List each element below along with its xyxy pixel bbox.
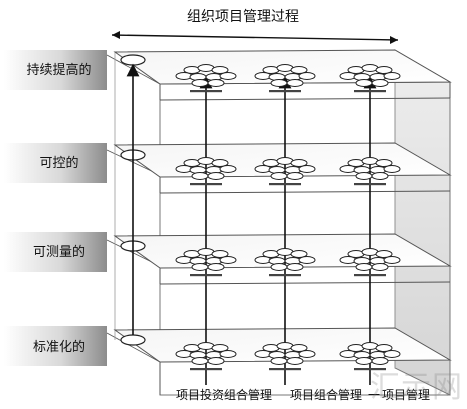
level-label-standardized: 标准化的: [32, 340, 85, 355]
cluster-caption: [269, 368, 301, 371]
process-node: [290, 250, 308, 258]
process-node: [211, 344, 229, 352]
process-node: [191, 79, 209, 87]
process-node: [298, 72, 316, 80]
process-clusters: [175, 64, 401, 371]
process-node: [254, 165, 272, 173]
cluster-caption: [190, 90, 222, 93]
process-node: [219, 165, 237, 173]
cluster-caption: [354, 368, 386, 371]
process-node: [191, 172, 209, 180]
process-node: [339, 72, 357, 80]
process-node: [270, 79, 288, 87]
process-node: [211, 159, 229, 167]
process-node: [375, 250, 393, 258]
process-node: [298, 256, 316, 264]
process-node: [175, 165, 193, 173]
watermark: 汇示网: [370, 370, 463, 405]
process-node: [355, 79, 373, 87]
column-label-portfolio: 项目投资组合管理: [176, 388, 273, 402]
cluster-caption: [190, 274, 222, 277]
diagram-title: 组织项目管理过程: [187, 9, 299, 25]
level-bar-4: [4, 326, 107, 366]
process-node: [207, 172, 225, 180]
process-node: [290, 66, 308, 74]
process-node: [371, 263, 389, 271]
level-bar-1: [4, 50, 107, 90]
process-node: [219, 72, 237, 80]
column-label-program: 项目组合管理: [290, 388, 363, 402]
process-node: [355, 172, 373, 180]
process-node: [355, 263, 373, 271]
process-node: [371, 172, 389, 180]
level-bar-3: [4, 232, 107, 272]
upward-arrows: [126, 63, 377, 385]
process-node: [298, 350, 316, 358]
column-separator: 一: [368, 388, 381, 402]
level-bar-2: [4, 143, 107, 183]
cluster-caption: [269, 183, 301, 186]
span-arrow: [111, 31, 399, 44]
cluster-caption: [190, 183, 222, 186]
column-label-project: 项目管理: [382, 388, 431, 402]
cluster-caption: [354, 274, 386, 277]
cluster-caption: [354, 183, 386, 186]
process-node: [286, 172, 304, 180]
process-node: [383, 72, 401, 80]
process-node: [375, 159, 393, 167]
process-node: [286, 79, 304, 87]
process-node: [270, 172, 288, 180]
process-node: [219, 256, 237, 264]
cluster-caption: [269, 90, 301, 93]
process-node: [270, 263, 288, 271]
process-node: [383, 350, 401, 358]
process-node: [290, 344, 308, 352]
process-node: [383, 256, 401, 264]
process-node: [339, 256, 357, 264]
process-node: [211, 66, 229, 74]
cluster-caption: [269, 274, 301, 277]
process-node: [254, 256, 272, 264]
process-node: [371, 79, 389, 87]
process-node: [207, 79, 225, 87]
level-label-controlled: 可控的: [39, 156, 79, 171]
process-node: [286, 263, 304, 271]
process-node: [286, 357, 304, 365]
process-node: [207, 357, 225, 365]
process-node: [383, 165, 401, 173]
process-node: [375, 66, 393, 74]
process-node: [254, 350, 272, 358]
process-node: [339, 350, 357, 358]
process-node: [191, 357, 209, 365]
process-node: [175, 256, 193, 264]
process-node: [371, 357, 389, 365]
level-label-continuous: 持续提高的: [26, 63, 92, 78]
process-node: [191, 263, 209, 271]
process-node: [290, 159, 308, 167]
process-node: [298, 165, 316, 173]
process-node: [270, 357, 288, 365]
cluster-caption: [354, 90, 386, 93]
process-node: [254, 72, 272, 80]
process-node: [375, 344, 393, 352]
cluster-caption: [190, 368, 222, 371]
process-node: [175, 350, 193, 358]
process-node: [175, 72, 193, 80]
process-node: [339, 165, 357, 173]
level-label-measurable: 可测量的: [32, 245, 85, 260]
process-node: [211, 250, 229, 258]
process-node: [219, 350, 237, 358]
process-node: [207, 263, 225, 271]
